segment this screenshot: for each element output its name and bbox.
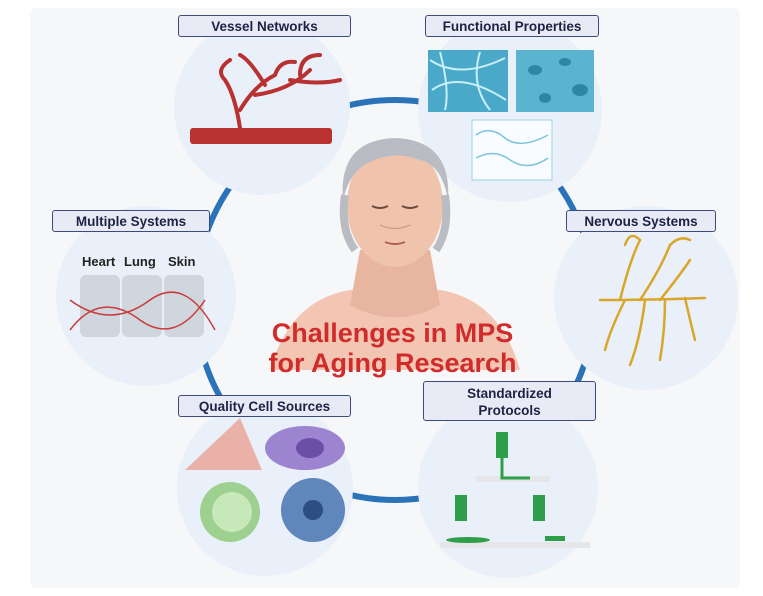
quality-cell-sources-label: Quality Cell Sources — [178, 395, 351, 417]
bioprinter-illustration — [440, 432, 590, 548]
vessel-networks-circle — [174, 19, 350, 195]
diagram-title: Challenges in MPS for Aging Research — [255, 318, 530, 378]
standardized-protocols-line2: Protocols — [478, 403, 541, 418]
standardized-protocols-circle — [418, 398, 598, 578]
organ-label-lung: Lung — [124, 254, 156, 269]
organ-label-heart: Heart — [82, 254, 116, 269]
nervous-systems-circle — [554, 206, 738, 390]
nervous-systems-label: Nervous Systems — [566, 210, 716, 232]
organ-chip-illustration — [69, 275, 216, 337]
cell-sources-illustration — [185, 418, 345, 542]
standardized-protocols-label: Standardized Protocols — [423, 381, 596, 421]
material-tiles-illustration — [428, 50, 594, 181]
standardized-protocols-line1: Standardized — [467, 386, 552, 401]
neuron-illustration — [598, 234, 707, 367]
diagram-title-line1: Challenges in MPS — [271, 318, 514, 348]
functional-properties-label: Functional Properties — [425, 15, 599, 37]
organ-label-skin: Skin — [168, 254, 196, 269]
diagram-title-line2: for Aging Research — [268, 348, 517, 378]
multiple-systems-label: Multiple Systems — [52, 210, 210, 232]
vessel-network-illustration — [190, 53, 342, 144]
elderly-woman-illustration — [270, 138, 520, 370]
vessel-networks-label: Vessel Networks — [178, 15, 351, 37]
